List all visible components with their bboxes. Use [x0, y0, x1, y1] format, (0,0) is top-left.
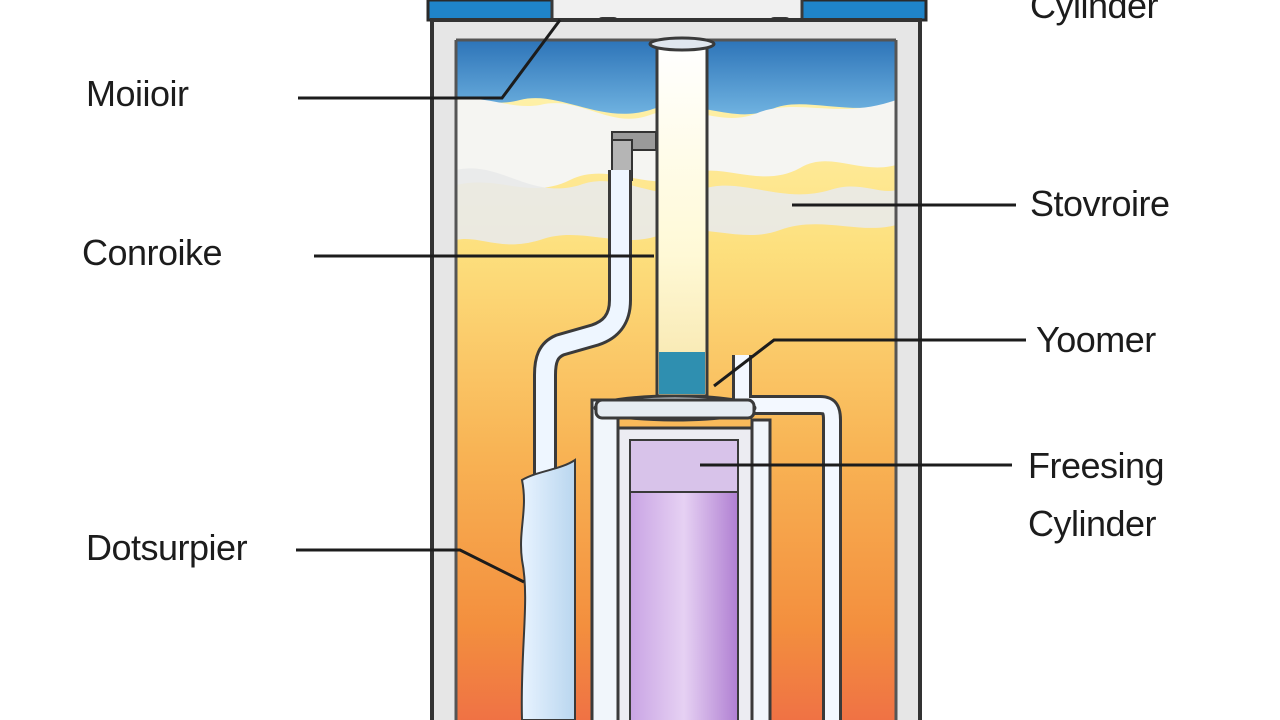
leader-line-thermometer [713, 338, 1026, 388]
label-discharger: Dotsurpier [86, 527, 248, 568]
right-pipe [732, 355, 842, 720]
label-freezing-line2: Cylinder [1028, 503, 1157, 544]
label-freezing-line1: Freesing [1028, 445, 1165, 486]
central-tube [648, 36, 716, 398]
label-cylinder-top: Cylinder [1030, 0, 1159, 26]
label-motor: Moiioir [86, 73, 189, 114]
leader-line-motor [298, 19, 562, 100]
leader-lines [296, 19, 1026, 584]
label-thermometer: Yoomer [1036, 319, 1156, 360]
label-evaporator: Stovroire [1030, 183, 1170, 224]
discharge-pipe [520, 170, 632, 720]
leader-line-discharger [296, 548, 525, 584]
label-controller: Conroike [82, 232, 223, 273]
freezing-cylinder [590, 394, 772, 720]
